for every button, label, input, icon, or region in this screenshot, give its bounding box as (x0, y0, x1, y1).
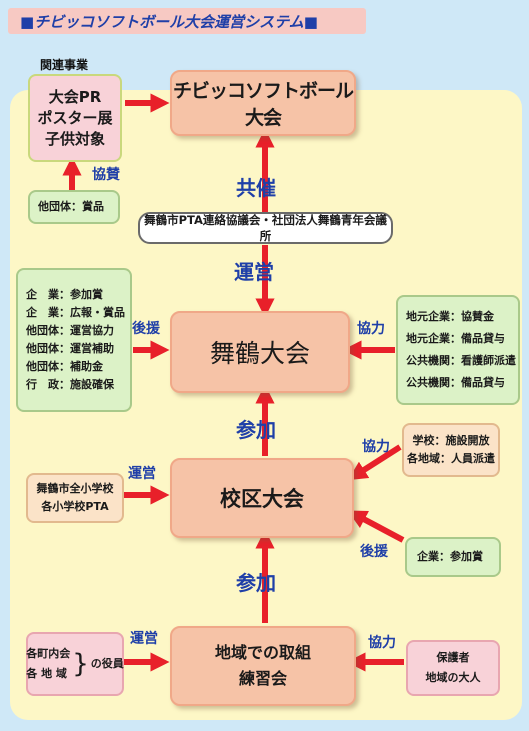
community-coop-box: 保護者 地域の大人 (406, 640, 500, 696)
school-box: 校区大会 (170, 458, 354, 538)
maizuru-support-item: 他団体：運営補助 (26, 342, 114, 355)
community-line-1: 地域での取組 (214, 643, 311, 662)
school-coop-box: 学校：施設開放 各地域：人員派遣 (402, 423, 500, 477)
school-support-label: 後援 (360, 544, 388, 560)
community-ops-item: 各 地 域 (26, 667, 67, 680)
community-ops-label: 運営 (130, 631, 158, 647)
title-banner: ■チビッコソフトボール大会運営システム■ (8, 8, 366, 34)
community-ops-left: 各町内会 各 地 域 (26, 644, 70, 684)
arrow-support-to-school (347, 510, 405, 543)
other-org-prize: 他団体：賞品 (38, 200, 104, 213)
maizuru-support-item: 他団体：補助金 (26, 360, 103, 373)
maizuru-support-item: 企 業：参加賞 (26, 288, 103, 301)
maizuru-box: 舞鶴大会 (170, 311, 350, 393)
arrow-coop-to-school (347, 444, 402, 481)
organizers-text: 舞鶴市PTA連絡協議会・社団法人舞鶴青年会議所 (144, 213, 387, 243)
maizuru-coop-item: 公共機関：備品貸与 (406, 376, 505, 389)
maizuru-title: 舞鶴大会 (209, 339, 310, 368)
related-project-header: 関連事業 (40, 58, 89, 72)
community-ops-box: 各町内会 各 地 域 } の役員 (26, 632, 124, 696)
bracket-icon: } (72, 649, 89, 679)
poster-box: 大会PR ポスター展 子供対象 (28, 74, 122, 162)
diagram-title: ■チビッコソフトボール大会運営システム■ (20, 12, 318, 31)
participation-label-2: 参加 (236, 571, 276, 595)
community-box: 地域での取組 練習会 (170, 626, 356, 706)
school-ops-box: 舞鶴市全小学校 各小学校PTA (26, 473, 124, 523)
other-org-prize-box: 他団体：賞品 (28, 190, 120, 224)
maizuru-support-label: 後援 (132, 321, 160, 337)
community-coop-label: 協力 (368, 635, 396, 651)
poster-line-3: 子供対象 (44, 129, 105, 148)
community-line-2: 練習会 (238, 669, 287, 688)
organizers-box: 舞鶴市PTA連絡協議会・社団法人舞鶴青年会議所 (138, 212, 393, 244)
school-ops-item: 舞鶴市全小学校 (36, 482, 114, 495)
school-support-box: 企業：参加賞 (405, 537, 501, 577)
school-coop-item: 各地域：人員派遣 (407, 452, 495, 465)
school-title: 校区大会 (220, 487, 304, 511)
school-coop-label: 協力 (362, 439, 390, 455)
school-coop-item: 学校：施設開放 (412, 434, 490, 447)
poster-line-2: ポスター展 (37, 108, 113, 127)
operation-label: 運営 (234, 260, 274, 284)
maizuru-coop-item: 公共機関：看護師派遣 (406, 354, 516, 367)
community-ops-suffix: の役員 (90, 657, 124, 670)
school-ops-item: 各小学校PTA (41, 500, 109, 513)
maizuru-support-item: 企 業：広報・賞品 (26, 306, 125, 319)
host-label: 共催 (236, 176, 276, 200)
school-support-item: 企業：参加賞 (417, 550, 483, 563)
participation-label-1: 参加 (236, 418, 276, 442)
community-ops-item: 各町内会 (26, 647, 71, 660)
top-event-title: チビッコソフトボール大会 (172, 80, 354, 129)
top-event-box: チビッコソフトボール大会 (170, 70, 356, 136)
maizuru-support-item: 他団体：運営協力 (26, 324, 114, 337)
maizuru-support-box: 企 業：参加賞 企 業：広報・賞品 他団体：運営協力 他団体：運営補助 他団体：… (16, 268, 132, 412)
sponsor-label: 協賛 (92, 167, 120, 183)
maizuru-coop-label: 協力 (357, 321, 385, 337)
maizuru-coop-item: 地元企業：協賛金 (406, 310, 494, 323)
community-coop-item: 保護者 (436, 651, 470, 664)
school-ops-label: 運営 (128, 466, 156, 482)
maizuru-coop-item: 地元企業：備品貸与 (406, 332, 505, 345)
maizuru-support-item: 行 政：施設確保 (26, 378, 114, 391)
poster-line-1: 大会PR (48, 87, 102, 106)
community-coop-item: 地域の大人 (425, 671, 481, 684)
maizuru-coop-box: 地元企業：協賛金 地元企業：備品貸与 公共機関：看護師派遣 公共機関：備品貸与 (396, 295, 520, 405)
